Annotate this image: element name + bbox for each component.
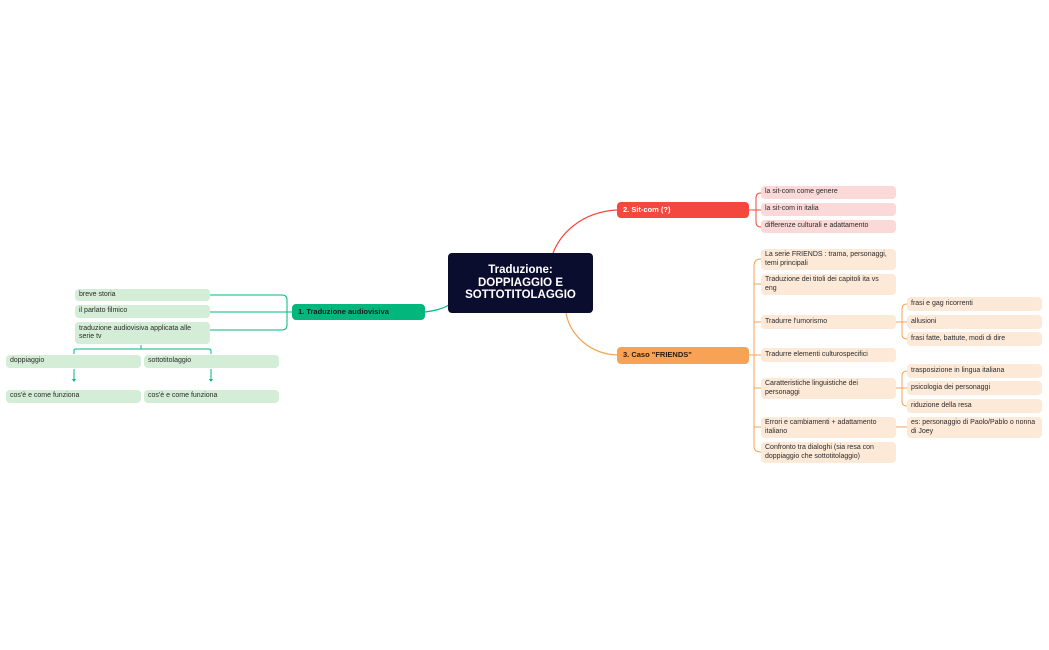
branch-label: 3. Caso "FRIENDS" (623, 350, 692, 360)
topic-differenze-culturali[interactable]: differenze culturali e adattamento (761, 220, 896, 233)
connector-root-branch3 (565, 312, 618, 356)
topic-label: traduzione audiovisiva applicata alle se… (79, 324, 192, 341)
topic-label: riduzione della resa (911, 401, 972, 409)
connector-root-branch1 (424, 304, 450, 313)
topic-label: Tradurre l'umorismo (765, 317, 828, 325)
branch-label: 2. Sit-com (?) (623, 204, 671, 214)
topic-psicologia[interactable]: psicologia dei personaggi (907, 381, 1042, 395)
topic-label: la sit-com in italia (765, 205, 819, 213)
topic-label: Traduzione dei titoli dei capitoli ita v… (765, 276, 879, 292)
topic-parlato-filmico[interactable]: il parlato filmico (75, 305, 210, 318)
connector-branch2-items (749, 192, 762, 228)
arrow-heads (72, 379, 213, 382)
topic-label: sottotitolaggio (148, 357, 192, 365)
root-node[interactable]: Traduzione: DOPPIAGGIO E SOTTOTITOLAGGIO (448, 253, 593, 313)
topic-frasi-gag[interactable]: frasi e gag ricorrenti (907, 297, 1042, 311)
root-title-line1: Traduzione: (488, 264, 553, 277)
topic-label: cos'è e come funziona (148, 392, 218, 400)
topic-breve-storia[interactable]: breve storia (75, 289, 210, 301)
topic-label: Confronto tra dialoghi (sia resa con dop… (765, 444, 874, 460)
topic-label: frasi e gag ricorrenti (911, 299, 973, 307)
topic-frasi-fatte[interactable]: frasi fatte, battute, modi di dire (907, 332, 1042, 346)
topic-sottotitolaggio[interactable]: sottotitolaggio (144, 355, 279, 368)
topic-label: differenze culturali e adattamento (765, 222, 869, 230)
root-title-line2: DOPPIAGGIO E (478, 276, 563, 289)
topic-traduzione-titoli[interactable]: Traduzione dei titoli dei capitoli ita v… (761, 274, 896, 295)
topic-serie-friends[interactable]: La serie FRIENDS : trama, personaggi, te… (761, 249, 896, 270)
topic-doppiaggio[interactable]: doppiaggio (6, 355, 141, 368)
topic-elementi-culturospecifici[interactable]: Tradurre elementi culturospecifici (761, 348, 896, 362)
topic-label: psicologia dei personaggi (911, 383, 990, 391)
topic-label: frasi fatte, battute, modi di dire (911, 334, 1006, 342)
topic-paolo-pablo[interactable]: es: personaggio di Paolo/Pablo o nonna d… (907, 417, 1042, 438)
connector-root-branch2 (552, 209, 618, 254)
topic-label: trasposizione in lingua italiana (911, 366, 1005, 374)
topic-sottotitolaggio-come-funziona[interactable]: cos'è e come funziona (144, 390, 279, 403)
topic-doppiaggio-come-funziona[interactable]: cos'è e come funziona (6, 390, 141, 403)
topic-label: allusioni (911, 317, 937, 325)
topic-sitcom-italia[interactable]: la sit-com in italia (761, 203, 896, 216)
topic-allusioni[interactable]: allusioni (907, 315, 1042, 329)
topic-trasposizione[interactable]: trasposizione in lingua italiana (907, 364, 1042, 378)
connector-branch3-items (749, 258, 908, 453)
topic-label: il parlato filmico (79, 307, 128, 315)
topic-caratteristiche-linguistiche[interactable]: Caratteristiche linguistiche dei persona… (761, 378, 896, 399)
topic-label: breve storia (79, 290, 116, 298)
topic-tradurre-umorismo[interactable]: Tradurre l'umorismo (761, 315, 896, 329)
root-title-line3: SOTTOTITOLAGGIO (465, 289, 576, 302)
topic-label: cos'è e come funziona (10, 392, 80, 400)
topic-label: doppiaggio (10, 357, 45, 365)
topic-label: Errori e cambiamenti + adattamento itali… (765, 419, 877, 435)
branch-traduzione-audiovisiva[interactable]: 1. Traduzione audiovisiva (292, 304, 425, 320)
branch-sit-com[interactable]: 2. Sit-com (?) (617, 202, 749, 218)
topic-label: Tradurre elementi culturospecifici (765, 350, 868, 358)
topic-errori-cambiamenti[interactable]: Errori e cambiamenti + adattamento itali… (761, 417, 896, 438)
topic-label: es: personaggio di Paolo/Pablo o nonna d… (911, 419, 1036, 435)
topic-traduzione-serie-tv[interactable]: traduzione audiovisiva applicata alle se… (75, 322, 210, 344)
topic-confronto-dialoghi[interactable]: Confronto tra dialoghi (sia resa con dop… (761, 442, 896, 463)
topic-sitcom-genere[interactable]: la sit-com come genere (761, 186, 896, 199)
topic-label: la sit-com come genere (765, 188, 838, 196)
topic-riduzione-resa[interactable]: riduzione della resa (907, 399, 1042, 413)
branch-label: 1. Traduzione audiovisiva (298, 306, 389, 316)
topic-label: Caratteristiche linguistiche dei persona… (765, 380, 858, 396)
topic-label: La serie FRIENDS : trama, personaggi, te… (765, 251, 887, 267)
connector-branch1-items (73, 294, 292, 380)
branch-caso-friends[interactable]: 3. Caso "FRIENDS" (617, 347, 749, 364)
